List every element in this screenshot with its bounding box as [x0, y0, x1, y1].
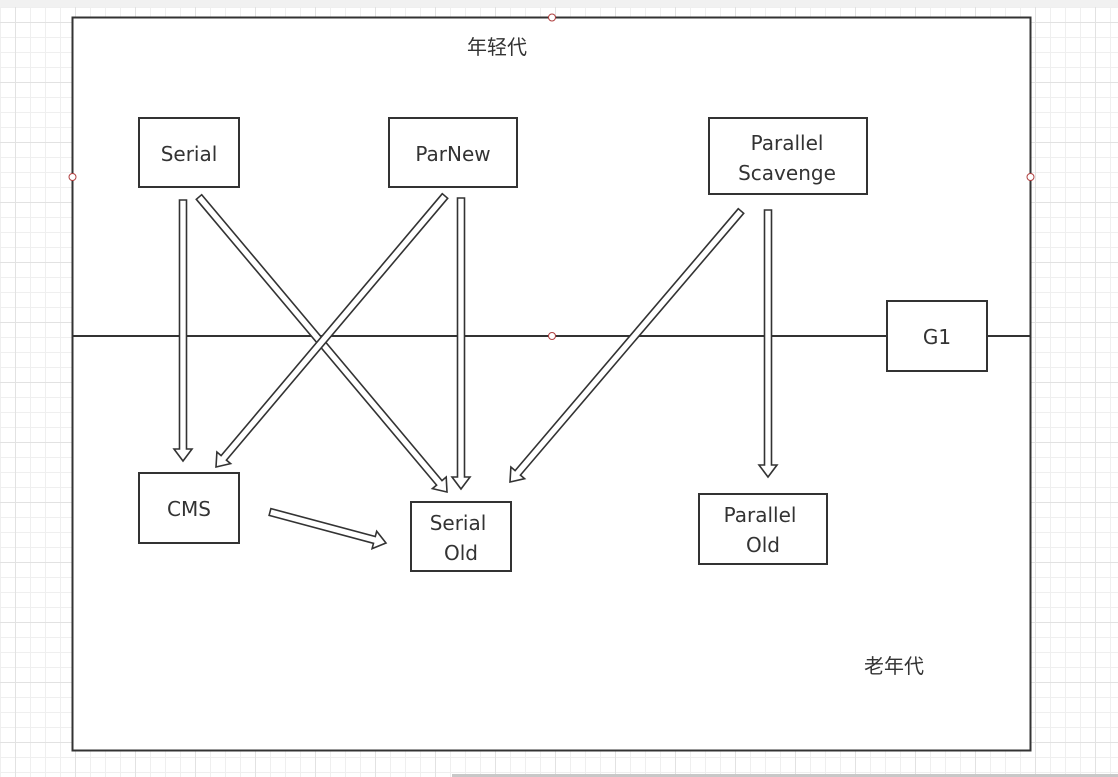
node-cms-label: CMS — [167, 497, 211, 521]
node-serial-old[interactable]: Serial Old — [410, 501, 512, 572]
arrows-group — [172, 192, 779, 550]
node-cms-box[interactable] — [138, 472, 240, 544]
arrow-parallel-scavenge-to-serial-old[interactable] — [509, 207, 745, 484]
young-generation-label: 年轻代 — [467, 35, 527, 59]
node-g1[interactable]: G1 — [886, 300, 988, 372]
node-parnew-label: ParNew — [415, 142, 490, 166]
node-parallel-old-box[interactable] — [698, 493, 828, 565]
selection-handle-right[interactable] — [1026, 173, 1035, 181]
node-g1-label: G1 — [923, 325, 951, 349]
node-serial-old-box[interactable] — [410, 501, 512, 572]
node-parallel-old[interactable]: Parallel Old — [698, 493, 828, 565]
arrow-serial-to-cms[interactable] — [172, 199, 194, 463]
old-generation-label: 老年代 — [864, 654, 924, 678]
node-serial-old-label-line2: Old — [444, 541, 478, 565]
node-parnew[interactable]: ParNew — [388, 117, 518, 188]
arrow-parallel-scavenge-to-parallel-old[interactable] — [757, 209, 779, 479]
arrow-cms-to-serial-old[interactable] — [268, 507, 388, 550]
node-serial-label: Serial — [161, 142, 218, 166]
selection-handle-bottom[interactable] — [548, 332, 556, 340]
canvas-top-strip — [0, 0, 1118, 7]
selection-handle-left[interactable] — [68, 173, 77, 181]
arrow-parnew-to-serial-old[interactable] — [450, 197, 472, 491]
selection-handle-top[interactable] — [548, 13, 556, 22]
node-parnew-box[interactable] — [388, 117, 518, 188]
node-parallel-scavenge-label-line2: Scavenge — [738, 161, 836, 185]
node-parallel-scavenge-label-line1: Parallel — [751, 131, 824, 155]
node-cms[interactable]: CMS — [138, 472, 240, 544]
node-serial-box[interactable] — [138, 117, 240, 188]
node-parallel-scavenge[interactable]: Parallel Scavenge — [708, 117, 868, 195]
node-parallel-scavenge-box[interactable] — [708, 117, 868, 195]
node-parallel-old-label-line1: Parallel — [724, 503, 797, 527]
node-serial-old-label-line1: Serial — [430, 511, 487, 535]
node-g1-box[interactable] — [886, 300, 988, 372]
node-parallel-old-label-line2: Old — [746, 533, 780, 557]
arrow-parnew-to-cms[interactable] — [215, 192, 449, 469]
node-serial[interactable]: Serial — [138, 117, 240, 188]
horizontal-scrollbar[interactable] — [452, 774, 1118, 777]
